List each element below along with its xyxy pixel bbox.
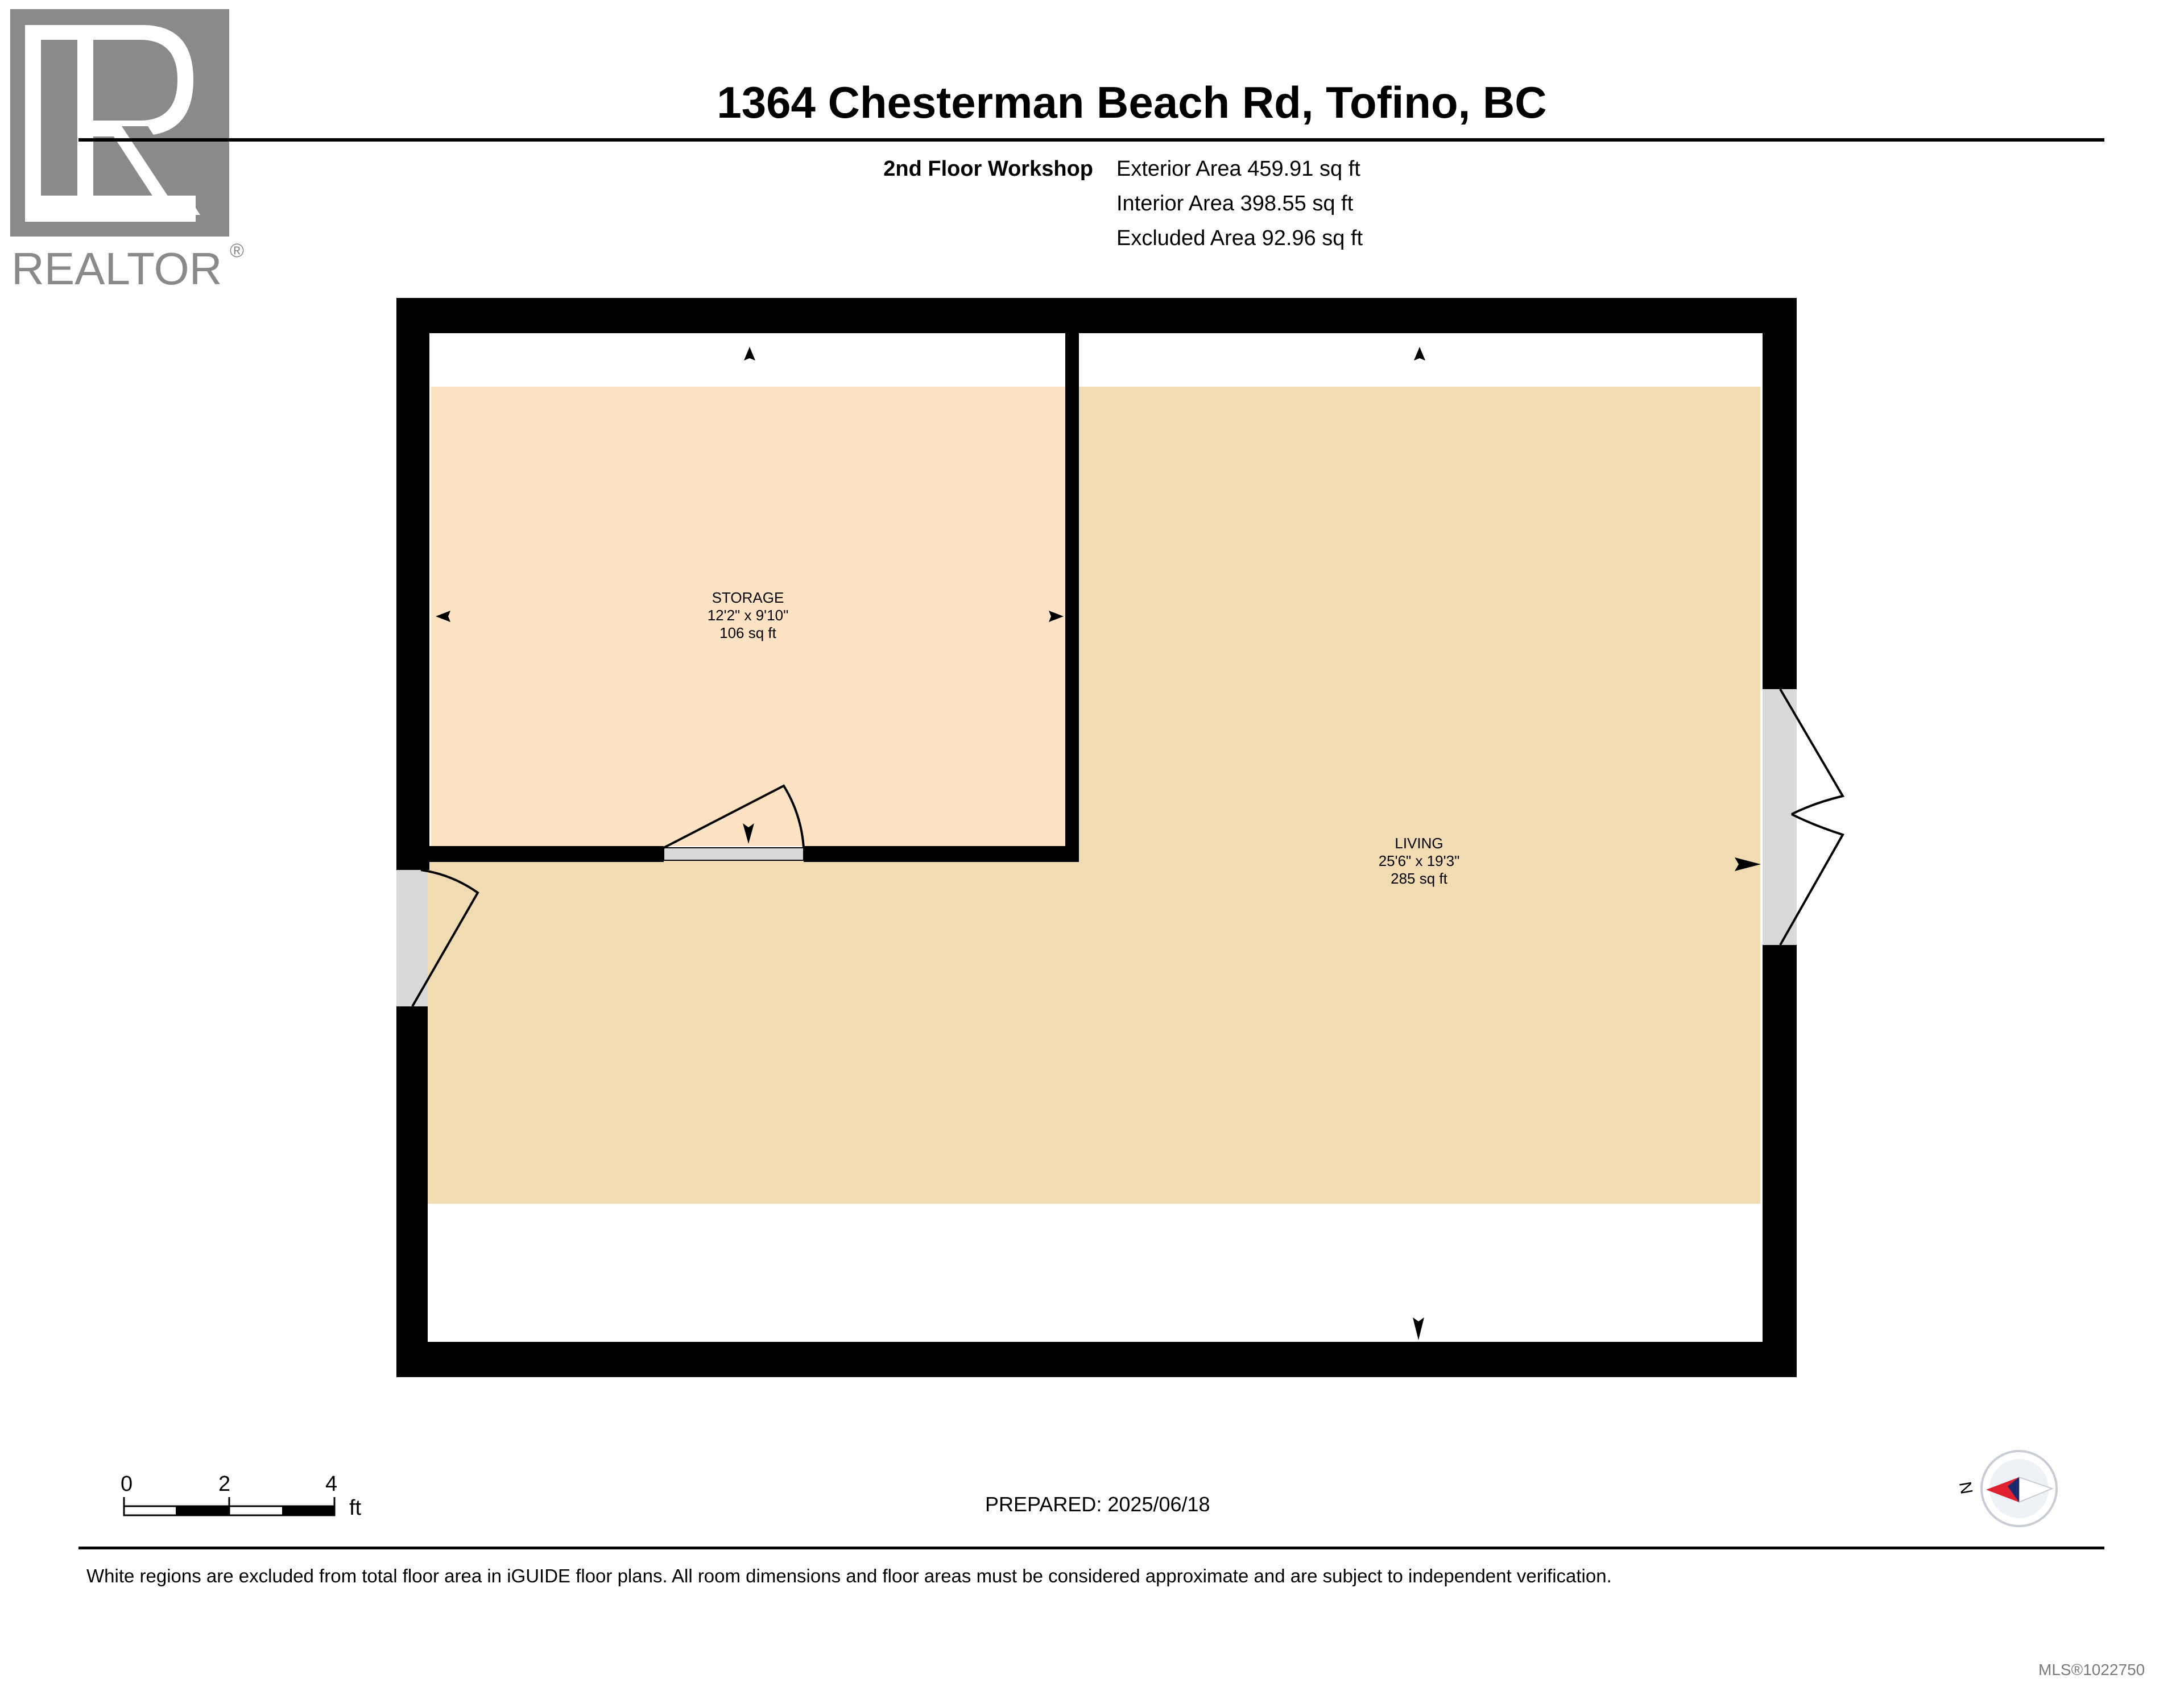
storage-door-swing bbox=[663, 784, 805, 849]
floor-name: 2nd Floor Workshop bbox=[883, 157, 1093, 181]
wall-storage-right bbox=[1065, 298, 1079, 862]
storage-arrow-up bbox=[744, 347, 755, 360]
scale-tick-2: 2 bbox=[218, 1472, 231, 1496]
scale-unit: ft bbox=[349, 1496, 362, 1520]
storage-door-opening bbox=[663, 847, 804, 861]
realtor-logo-mark: REALTOR ® bbox=[10, 9, 244, 294]
wall-bottom bbox=[396, 1342, 1797, 1377]
right-door-opening bbox=[1763, 689, 1797, 945]
interior-area-label: Interior Area bbox=[1116, 192, 1234, 215]
wall-left-upper bbox=[396, 298, 429, 870]
wall-top bbox=[396, 298, 1797, 333]
svg-text:®: ® bbox=[230, 240, 244, 262]
excluded-area: Excluded Area 92.96 sq ft bbox=[1116, 226, 1363, 251]
right-door-swing-lower bbox=[1779, 813, 1844, 946]
living-dims: 25'6" x 19'3" bbox=[1378, 852, 1460, 869]
scale-tick-0: 0 bbox=[121, 1472, 133, 1496]
right-door-swing-upper bbox=[1779, 688, 1845, 815]
prepared-date: PREPARED: 2025/06/18 bbox=[985, 1493, 1210, 1516]
wall-storage-bottom-left bbox=[396, 846, 664, 862]
storage-arrow-right bbox=[1049, 611, 1064, 622]
page-title: 1364 Chesterman Beach Rd, Tofino, BC bbox=[717, 77, 1547, 127]
footer-rule bbox=[78, 1547, 2104, 1549]
header-rule bbox=[78, 138, 2104, 142]
scale-bar bbox=[123, 1497, 336, 1516]
living-room-upper bbox=[1078, 387, 1760, 1204]
exterior-area-label: Exterior Area bbox=[1116, 157, 1242, 181]
realtor-logo-text: REALTOR bbox=[11, 243, 222, 294]
compass-north-label: N bbox=[1955, 1480, 1976, 1495]
storage-arrow-down bbox=[743, 823, 754, 844]
scale-tick-4: 4 bbox=[325, 1472, 338, 1496]
storage-arrow-left bbox=[436, 611, 450, 622]
excluded-area-label: Excluded Area bbox=[1116, 226, 1256, 250]
interior-area-value: 398.55 sq ft bbox=[1240, 192, 1354, 215]
living-name: LIVING bbox=[1395, 835, 1443, 852]
wall-left-lower bbox=[396, 1006, 428, 1377]
living-label: LIVING 25'6" x 19'3" 285 sq ft bbox=[1305, 835, 1533, 888]
left-door-opening bbox=[396, 870, 428, 1006]
living-arrow-down bbox=[1413, 1317, 1424, 1340]
exterior-area: Exterior Area 459.91 sq ft bbox=[1116, 156, 1360, 181]
storage-label: STORAGE 12'2" x 9'10" 106 sq ft bbox=[634, 589, 862, 642]
left-door-swing bbox=[411, 869, 479, 1007]
exterior-area-value: 459.91 sq ft bbox=[1247, 157, 1360, 181]
wall-right-upper bbox=[1763, 298, 1797, 689]
living-area: 285 sq ft bbox=[1391, 870, 1447, 887]
living-arrow-right bbox=[1735, 857, 1761, 871]
wall-right-lower bbox=[1763, 945, 1797, 1377]
disclaimer-text: White regions are excluded from total fl… bbox=[86, 1565, 1612, 1586]
compass-icon: N bbox=[1955, 1450, 2058, 1527]
living-arrow-up bbox=[1414, 347, 1425, 360]
storage-area: 106 sq ft bbox=[719, 624, 776, 641]
excluded-area-value: 92.96 sq ft bbox=[1261, 226, 1363, 250]
storage-name: STORAGE bbox=[712, 589, 784, 606]
interior-area: Interior Area 398.55 sq ft bbox=[1116, 191, 1353, 216]
realtor-logo: REALTOR ® bbox=[0, 0, 262, 307]
storage-room bbox=[431, 387, 1065, 846]
mls-number: MLS®1022750 bbox=[2038, 1661, 2145, 1678]
living-room-lower bbox=[428, 859, 1078, 1204]
wall-storage-bottom-right bbox=[804, 846, 1079, 862]
storage-dims: 12'2" x 9'10" bbox=[707, 607, 789, 624]
